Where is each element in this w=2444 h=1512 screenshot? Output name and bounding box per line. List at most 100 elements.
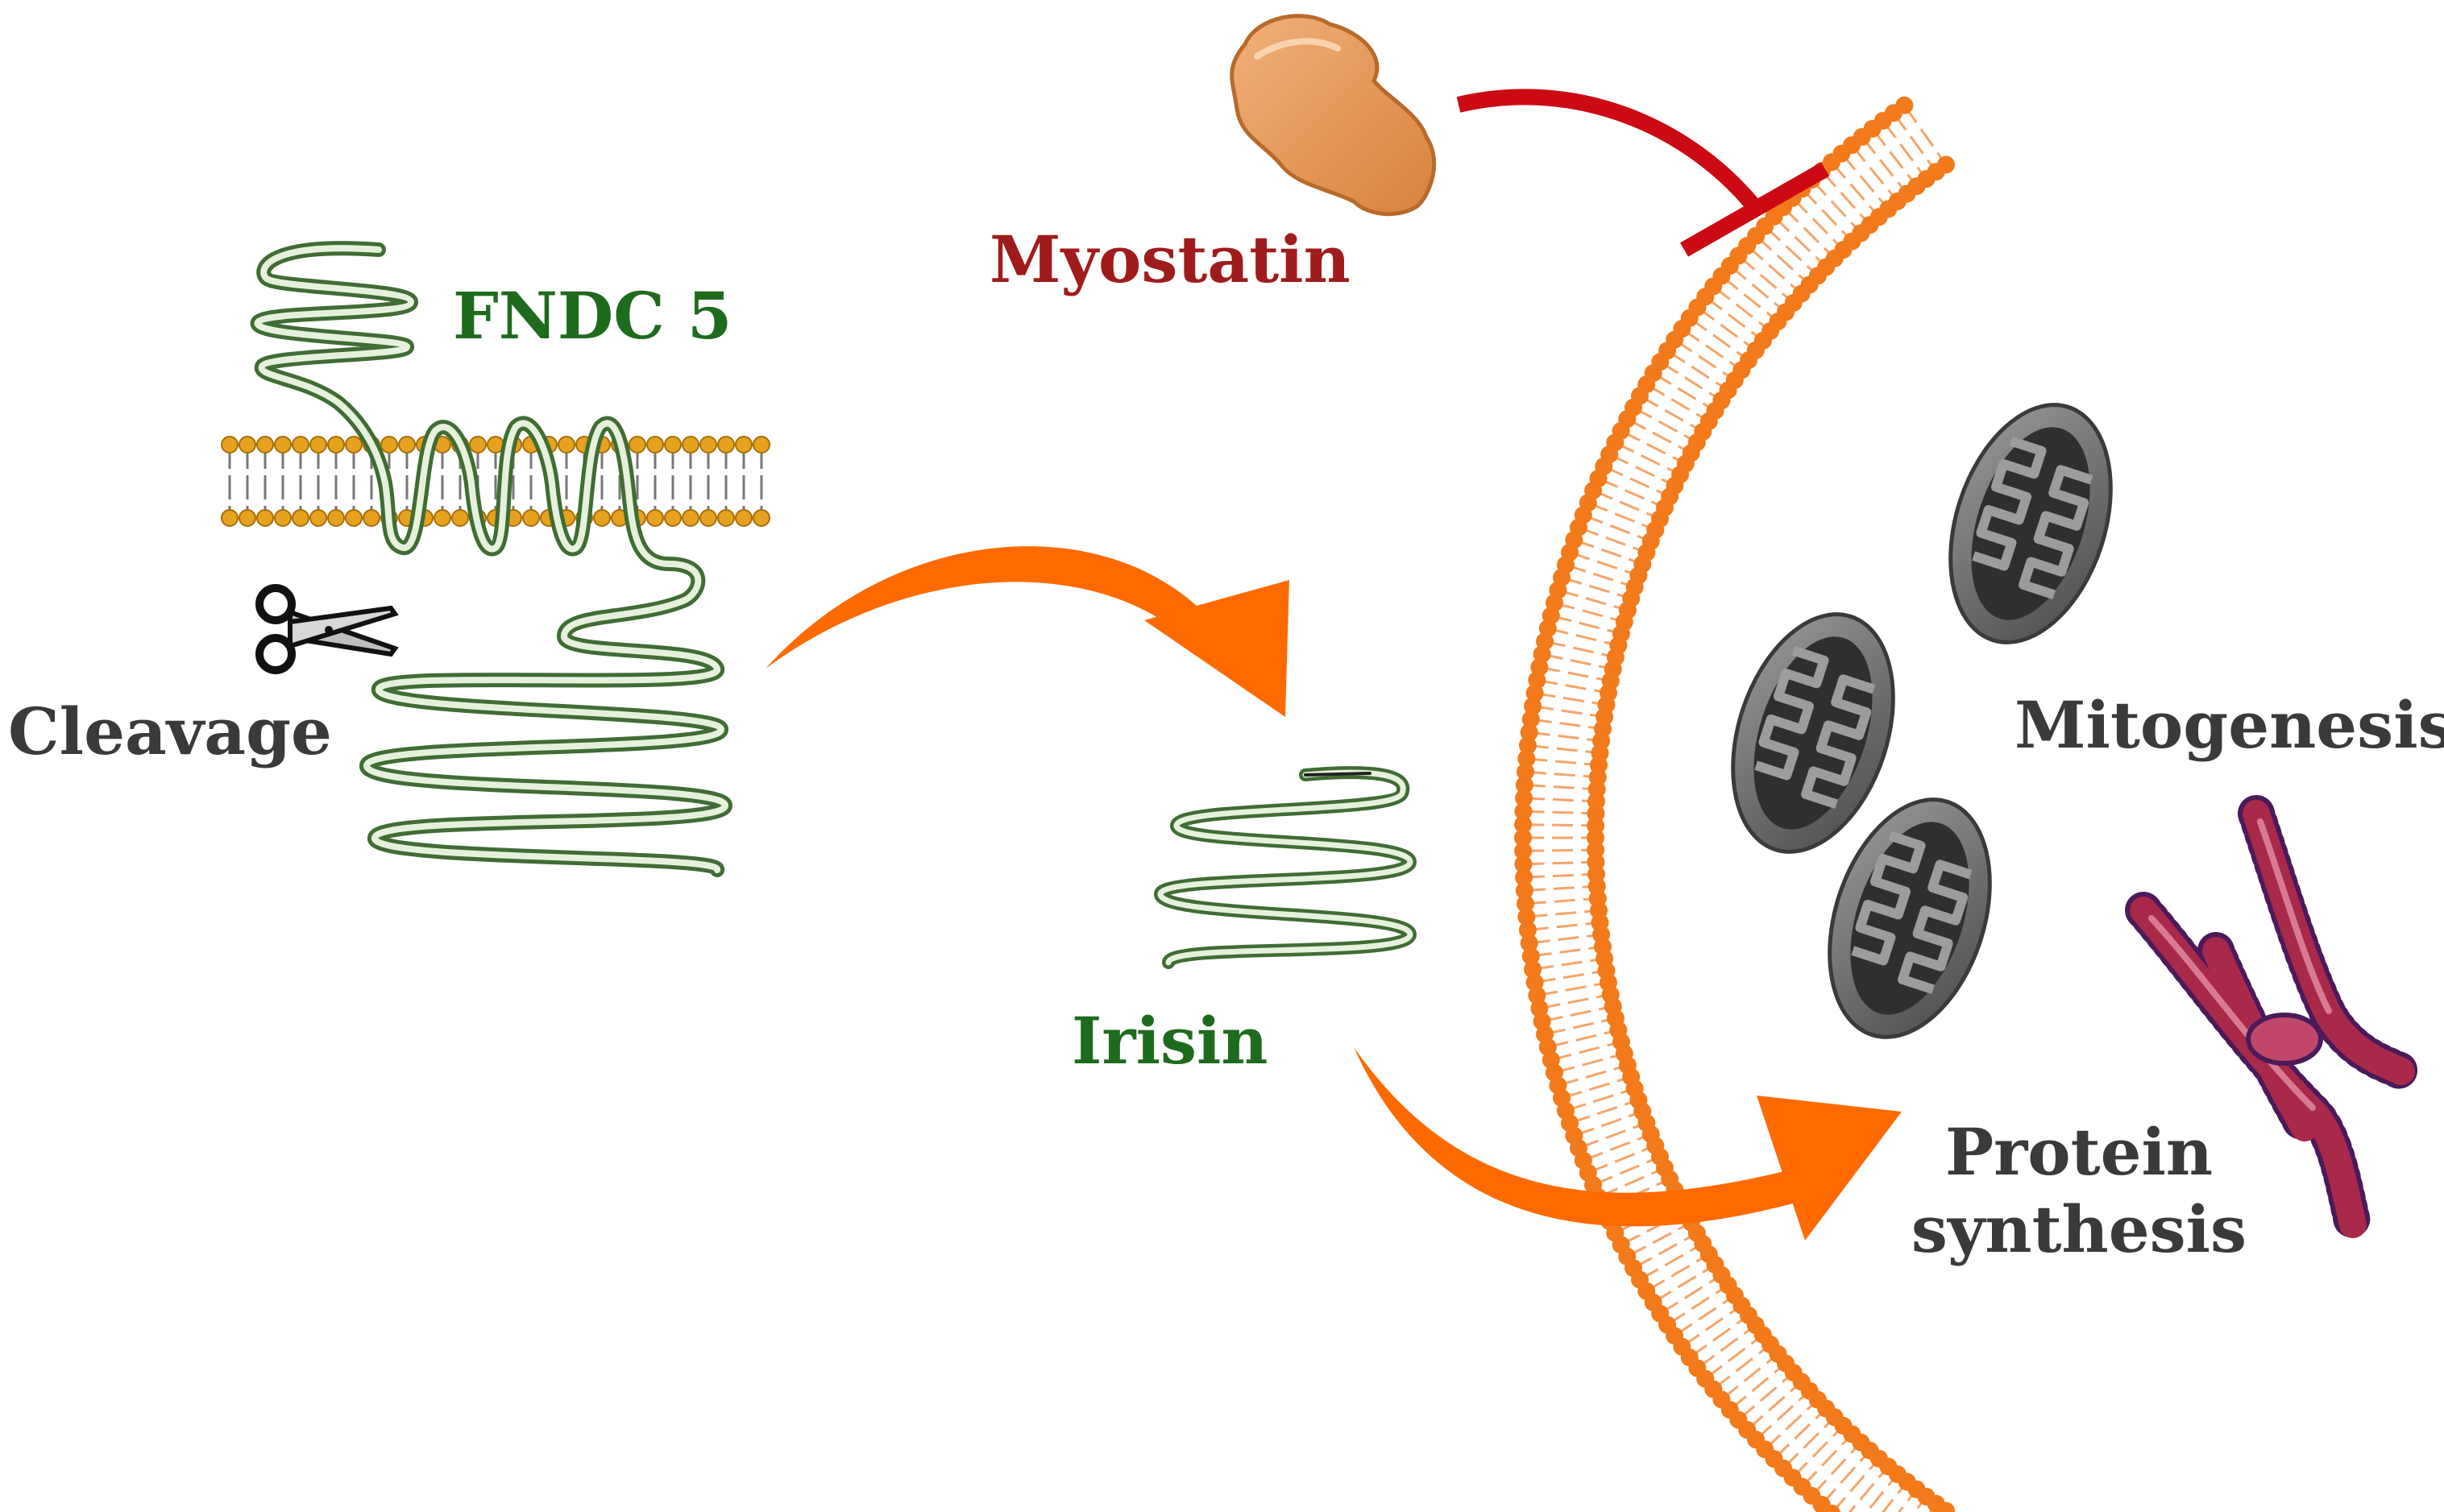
lipid-tail [1587, 1144, 1656, 1174]
myostatin-label: Myostatin [990, 222, 1351, 297]
lipid-tail [1897, 1488, 1918, 1512]
lipid-head [629, 436, 646, 454]
lipid-head [1517, 749, 1536, 768]
lipid-head [274, 509, 292, 527]
lipid-tail [1524, 884, 1597, 893]
lipid-tail [1811, 179, 1862, 234]
lipid-tail [1830, 161, 1880, 218]
lipid-tail [1537, 981, 1609, 997]
lipid-head [717, 436, 735, 454]
lipid-tail [1688, 1314, 1749, 1359]
lipid-tail [1737, 255, 1795, 304]
lipid-tail [1578, 526, 1647, 554]
lipid-tail [1565, 1087, 1636, 1112]
lipid-tail [1782, 206, 1836, 259]
lipid-tail [1523, 823, 1596, 827]
mitogenesis-label: Mitogenesis [2015, 687, 2444, 763]
lipid-head [753, 509, 770, 527]
lipid-tail [1544, 640, 1616, 659]
lipid-head [1514, 802, 1533, 821]
lipid-tail [1791, 1424, 1844, 1479]
lipid-head [345, 509, 363, 527]
lipid-tail [1674, 338, 1736, 382]
lipid-tail [1524, 783, 1597, 791]
lipid-tail [1614, 441, 1681, 476]
lipid-tail [1764, 1398, 1819, 1451]
lipid-tail [1848, 1465, 1890, 1512]
lipid-tail [1592, 1155, 1661, 1187]
lipid-tail [1913, 1495, 1927, 1512]
lipid-tail [1850, 144, 1899, 202]
lipid-tail [1801, 188, 1853, 242]
lipid-tail [1737, 1371, 1795, 1421]
lipid-tail [1791, 197, 1844, 251]
lipid-tail [1903, 104, 1948, 166]
lipid-tail [1554, 601, 1625, 623]
lipid-tail [1696, 1324, 1757, 1369]
lipid-tail [1704, 296, 1764, 342]
lipid-head [292, 509, 309, 527]
lipid-tail [1523, 848, 1596, 852]
lipid-tail [1681, 1304, 1743, 1348]
lipid-head [558, 436, 575, 454]
lipid-tail [1608, 453, 1676, 487]
lipid-head [434, 509, 451, 527]
lipid-head [363, 509, 380, 527]
lipid-tail [1561, 576, 1632, 600]
lipid-tail [1811, 1441, 1862, 1497]
lipid-tail [1645, 383, 1710, 423]
cleavage-label: Cleavage [8, 694, 332, 769]
lipid-head [1517, 763, 1535, 781]
lipid-tail [1603, 465, 1670, 498]
lipid-tail [1882, 1481, 1908, 1512]
myostatin-inhibition-arrow [1456, 89, 1829, 257]
lipid-head [1524, 697, 1542, 715]
lipid-head [327, 436, 345, 454]
lipid-head [664, 436, 682, 454]
lipid-tail [1688, 317, 1749, 362]
lipid-tail [1525, 897, 1598, 905]
lipid-tail [1537, 678, 1609, 694]
endoplasmic-reticulum-icon [2125, 795, 2420, 1243]
cell-membrane [1514, 96, 1955, 1512]
lipid-tail [1720, 1353, 1779, 1401]
lipid-tail [1820, 1449, 1871, 1506]
lipid-head [1515, 881, 1533, 900]
lipid-head [274, 436, 292, 454]
lipid-head [221, 436, 239, 454]
lipid-head [735, 509, 753, 527]
lipid-tail [1526, 909, 1600, 918]
lipid-head [256, 509, 274, 527]
lipid-head [646, 509, 664, 527]
lipid-tail [1542, 652, 1614, 671]
lipid-tail [1755, 234, 1811, 286]
lipid-head [1517, 894, 1535, 913]
lipid-head [1823, 1504, 1840, 1512]
lipid-tail [1626, 417, 1692, 454]
lipid-tail [1527, 921, 1600, 932]
protein-synthesis-label: Protein synthesis [1910, 1113, 2248, 1268]
lipid-tail [1529, 933, 1602, 945]
lipid-head [664, 509, 682, 527]
lipid-head [717, 509, 735, 527]
lipid-head [1514, 842, 1533, 860]
irisin-to-synthesis-arrow [1354, 1047, 1902, 1241]
mitochondrion-icon [1923, 384, 2139, 663]
lipid-tail [1645, 1253, 1710, 1293]
protein-synthesis-line-2: synthesis [1911, 1191, 2247, 1267]
lipid-tail [1587, 501, 1656, 532]
lipid-tail [1561, 1075, 1632, 1100]
lipid-head [682, 509, 699, 527]
myostatin-blob-icon [1230, 14, 1436, 217]
lipid-head [1520, 934, 1538, 952]
lipid-tail [1530, 718, 1604, 731]
lipid-head [1528, 671, 1546, 690]
irisin-protein [1153, 766, 1417, 969]
lipid-tail [1666, 350, 1729, 391]
lipid-tail [1544, 1017, 1616, 1036]
lipid-head [735, 436, 753, 454]
lipid-head [1525, 684, 1544, 702]
lipid-tail [1773, 215, 1828, 268]
lipid-head [221, 509, 239, 527]
scissors-icon [255, 584, 399, 674]
